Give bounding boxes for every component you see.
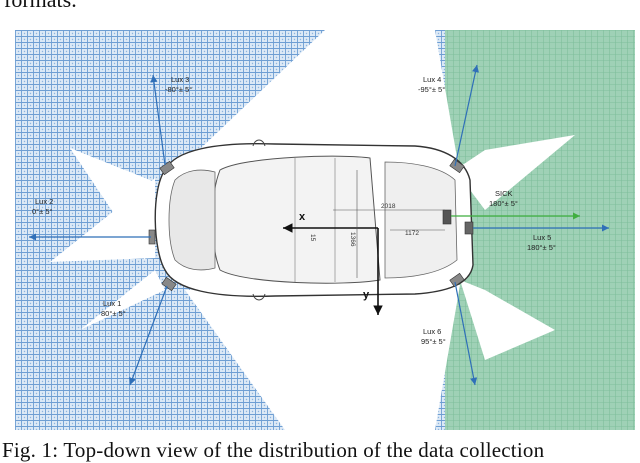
lux4-arrow [454,64,479,167]
header-text-line: formats. [0,0,640,26]
lux5-sensor [464,221,474,235]
lux1-arrow [129,285,168,386]
y-axis-label: y [363,289,370,301]
lux5-angle: 180°± 5° [527,243,556,252]
lux1-angle: 80°± 5° [101,309,126,318]
lux2-name: Lux 2 [35,197,53,206]
sick-sensor [442,209,452,225]
sensor-units [148,158,474,292]
lux5-name: Lux 5 [533,233,551,242]
dimension-1172: 1172 [405,230,419,237]
coordinate-frame [283,223,383,315]
lux4-name: Lux 4 [423,75,441,84]
lux4-sensor [449,158,465,174]
lux3-name: Lux 3 [171,75,189,84]
x-axis-label: x [299,211,306,223]
lux6-sensor [449,272,465,288]
lux2-angle: 0°± 5° [32,207,53,216]
sensor-direction-arrows [29,64,609,386]
lux3-angle: -80°± 5° [165,85,192,94]
sick-angle: 180°± 5° [489,199,518,208]
lux4-angle: -95°± 5° [418,85,445,94]
lux6-name: Lux 6 [423,327,441,336]
vehicle [154,139,474,301]
dimension-1366: 1366 [349,232,356,247]
sensor-layout-diagram: x y 2018 1172 1366 15 Lux 3 -80°± 5° Lux… [15,30,635,430]
lux3-arrow [150,74,166,166]
sick-name: SICK [495,189,513,198]
figure-caption: Fig. 1: Top-down view of the distributio… [2,438,545,462]
dimension-2018: 2018 [381,203,396,210]
header-text: formats. [4,0,77,12]
lux1-name: Lux 1 [103,299,121,308]
lux6-arrow [454,281,478,386]
dimension-lines [333,170,445,278]
field-of-view-beams [50,30,575,430]
dimension-15: 15 [309,234,316,242]
green-zone [445,30,635,430]
lux6-angle: 95°± 5° [421,337,446,346]
